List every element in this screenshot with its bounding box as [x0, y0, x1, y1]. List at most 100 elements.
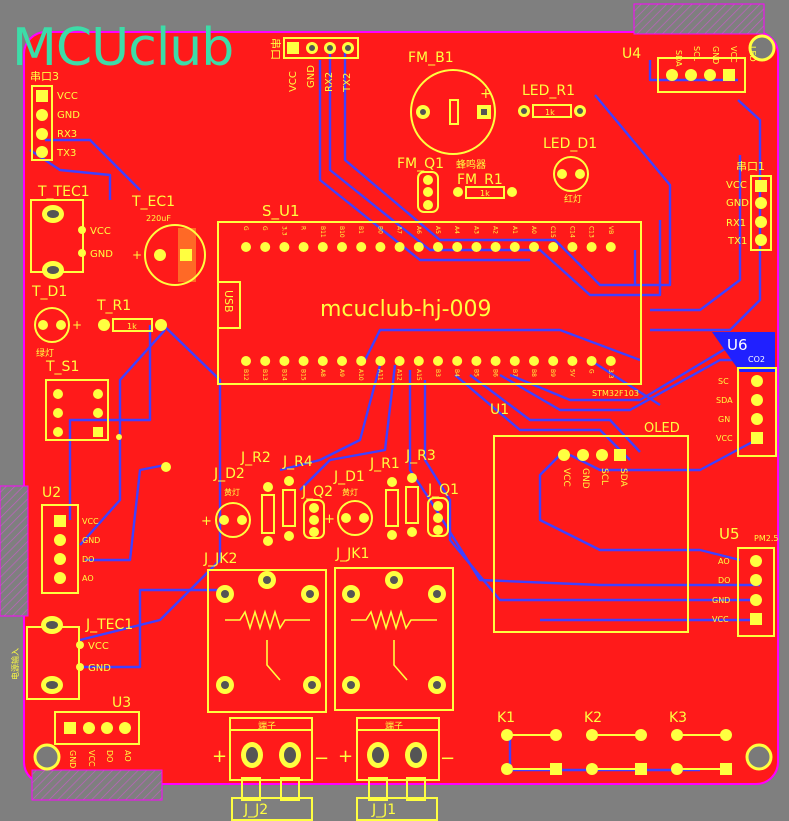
svg-text:VCC: VCC	[726, 180, 747, 191]
svg-text:VCC: VCC	[729, 46, 738, 63]
fm-r1-resistor: FM_R1 1k	[453, 172, 517, 199]
mcu-pin-label: 3.3	[280, 226, 287, 236]
mcu-part-label: STM32F103	[592, 389, 639, 398]
mcu-pin-pad	[394, 242, 405, 252]
mcu-pin-label: B0	[376, 226, 383, 234]
t-tec1-label: T_TEC1	[37, 184, 90, 200]
svg-text:GND: GND	[90, 249, 113, 260]
serial2-pin-rx: RX2	[324, 72, 335, 92]
usb-label: USB	[222, 290, 235, 313]
fm-b1-label: FM_B1	[408, 50, 454, 66]
terminal-j-j1: 端子 J_J1 + −	[338, 717, 455, 821]
mcu-pin-pad	[586, 242, 597, 252]
svg-text:SCL: SCL	[599, 468, 609, 485]
fm-r1-label: FM_R1	[457, 172, 503, 188]
mcu-pin-pad	[241, 242, 251, 252]
svg-text:端子: 端子	[258, 720, 276, 732]
mcu-pin-label: A9	[338, 369, 345, 377]
mcu-pin-label: 3.3	[607, 369, 614, 379]
mcu-pin-label: 5V	[568, 369, 575, 378]
mcu-pin-label: C13	[588, 226, 595, 238]
mcu-pin-label: C15	[549, 226, 556, 238]
mcu-pin-label: A2	[492, 226, 499, 234]
svg-text:VCC: VCC	[716, 434, 733, 443]
usb-outline	[217, 281, 241, 329]
u3-label: U3	[112, 695, 131, 711]
u5-label: U5	[719, 525, 740, 543]
mcu-pin-pad	[605, 356, 616, 366]
relay-j-jk1: J_JK1	[334, 546, 454, 711]
mcu-pin-pad	[413, 242, 424, 252]
mcu-pin-pad	[548, 356, 559, 366]
mcu-pin-label: A11	[376, 369, 383, 381]
mcu-pin-pad	[567, 356, 578, 366]
mcu-pin-pad	[317, 356, 328, 366]
mcu-pin-label: C14	[568, 226, 575, 238]
u6-co2-header: U6 CO2 SC SDA GN VCC	[712, 332, 777, 457]
svg-text:1k: 1k	[545, 108, 555, 117]
mcu-pin-pad	[356, 242, 367, 252]
svg-text:−: −	[314, 748, 329, 769]
svg-text:DO: DO	[718, 576, 730, 585]
mcu-pin-label: A1	[511, 226, 518, 234]
mcu-pin-pad	[337, 356, 347, 366]
mcu-pin-label: G	[261, 226, 268, 231]
svg-text:AO: AO	[718, 557, 730, 566]
svg-text:VCC: VCC	[88, 641, 109, 652]
svg-text:RX3: RX3	[57, 129, 77, 140]
j-r2-label: J_R2	[240, 450, 271, 466]
svg-text:CO2: CO2	[748, 355, 765, 364]
mcu-pin-label: A0	[530, 226, 537, 234]
serial3-label: 串口3	[30, 70, 59, 83]
svg-text:VCC: VCC	[82, 517, 99, 526]
mounting-holes	[33, 34, 776, 771]
mcuclub-logo: MCUclub	[12, 18, 234, 78]
led-d1: LED_D1 红灯	[543, 136, 597, 205]
mcu-pin-label: B14	[280, 369, 287, 381]
mcu-pin-label: A15	[415, 369, 422, 381]
svg-text:GN: GN	[718, 415, 730, 424]
svg-text:−: −	[440, 748, 455, 769]
svg-text:RX1: RX1	[726, 218, 746, 229]
mcu-pin-label: A10	[357, 369, 364, 381]
svg-text:GND: GND	[711, 46, 720, 64]
mcu-pin-pad	[471, 356, 482, 366]
svg-text:AO: AO	[123, 750, 132, 762]
oled-label: OLED	[644, 421, 680, 436]
fm-q1-label: FM_Q1	[397, 156, 444, 172]
svg-text:VCC: VCC	[87, 750, 96, 767]
mcu-pin-label: A5	[434, 226, 441, 234]
u5-header: U5 PM2.5 AO DO GND VCC	[712, 525, 778, 637]
j-q2-label: J_Q2	[301, 484, 333, 500]
j-d2-label: J_D2	[213, 466, 245, 482]
svg-text:VCC: VCC	[561, 468, 571, 487]
pcb-board	[23, 31, 779, 785]
relay-j-jk2: J_JK2	[203, 551, 327, 713]
keepout-top-right	[633, 3, 765, 35]
j-relay-drivers: J_D2 + 黄灯 J_R2 J_R4 J_Q2 J_D1 + 黄灯 J_R1 …	[161, 448, 459, 546]
serial2-pin-vcc: VCC	[288, 71, 299, 92]
j-j2-label: J_J2	[243, 802, 268, 818]
mcu-pin-label: B9	[549, 369, 556, 377]
t-ec1-capacitor: T_EC1 220uF +	[131, 194, 206, 286]
fm-q1-transistor: FM_Q1 蜂鸣器	[397, 156, 486, 213]
mcu-pin-label: R	[300, 226, 307, 230]
j-q1-label: J_Q1	[427, 482, 459, 498]
key-k1: K1	[497, 710, 562, 775]
svg-text:TX3: TX3	[56, 148, 76, 159]
mcu-pin-pad	[529, 242, 539, 252]
svg-text:SC: SC	[718, 377, 729, 386]
svg-text:+: +	[212, 746, 227, 767]
keepout-bottom-left	[31, 769, 163, 801]
led-d1-label: LED_D1	[543, 136, 597, 152]
mcu-pin-label: G	[588, 369, 595, 374]
mcu-pin-pad	[298, 242, 309, 252]
svg-text:端子: 端子	[385, 720, 403, 732]
k2-label: K2	[584, 710, 602, 726]
terminal-j-j2: 端子 J_J2 + −	[212, 717, 329, 821]
t-tec1-jack: T_TEC1 VCC GND	[30, 184, 113, 279]
serial1-label: 串口1	[736, 160, 765, 173]
keepout-left	[0, 485, 29, 617]
svg-text:+: +	[324, 512, 335, 527]
